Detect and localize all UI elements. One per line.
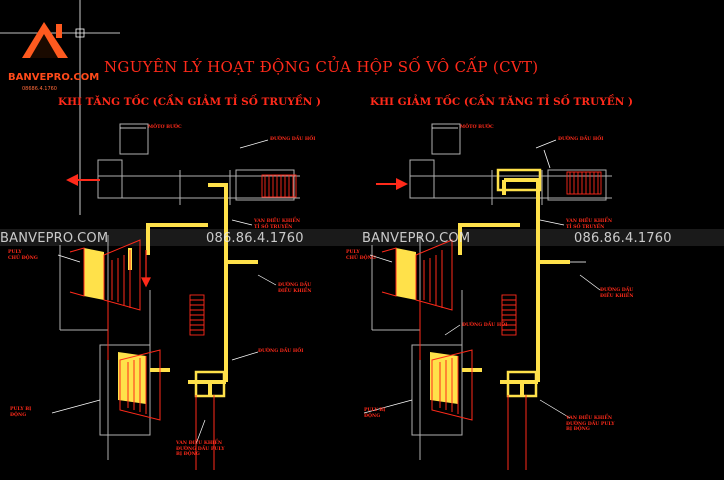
- logo-name: BANVEPRO.COM: [8, 72, 100, 83]
- banvepro-logo-icon: [22, 22, 68, 58]
- right-oil-return-label: ĐƯỜNG DẦU HỒI: [558, 137, 604, 142]
- left-oil-return-label: ĐƯỜNG DẦU HỒI: [270, 137, 316, 142]
- left-heading: KHI TĂNG TỐC (CẦN GIẢM TỈ SỐ TRUYỀN ): [58, 96, 321, 108]
- right-heading: KHI GIẢM TỐC (CẦN TĂNG TỈ SỐ TRUYỀN ): [370, 96, 633, 108]
- left-cvt-assembly: [59, 123, 300, 470]
- watermark-site-left: BANVEPRO.COM: [0, 231, 109, 246]
- right-motor-label: MÔTƠ BƯỚC: [460, 125, 494, 130]
- watermark-site-right: BANVEPRO.COM: [362, 231, 471, 246]
- watermark-phone-right: 086.86.4.1760: [574, 231, 672, 246]
- right-cvt-assembly: [371, 123, 612, 470]
- watermark-phone-left: 086.86.4.1760: [206, 231, 304, 246]
- left-motor-label: MÔTƠ BƯỚC: [148, 125, 182, 130]
- diagram-title: NGUYÊN LÝ HOẠT ĐỘNG CỦA HỘP SỐ VÔ CẤP (C…: [104, 58, 539, 76]
- watermark-band: [0, 229, 724, 246]
- right-oil-return-label-2: ĐƯỜNG DẦU HỒI: [462, 323, 508, 328]
- logo-phone: 08686.4.1760: [22, 86, 57, 92]
- left-oil-return-label-2: ĐƯỜNG DẦU HỒI: [258, 349, 304, 354]
